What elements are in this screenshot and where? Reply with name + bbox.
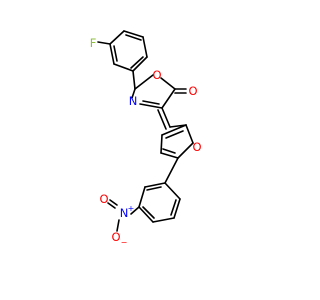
bond-fphenyl-4-inner (130, 56, 144, 69)
bond-c4-n3-inner (142, 100, 160, 105)
bond-nphenyl-4 (152, 217, 175, 223)
bond-furan-2 (177, 142, 194, 159)
bond-phenyl-oxazolone (132, 70, 136, 90)
atom-carbonyl-oxygen: O (188, 84, 197, 98)
bond-nphenyl-1 (144, 182, 166, 188)
bond-furan-4 (160, 134, 163, 154)
bond-o1-c5 (160, 77, 176, 90)
bond-nphenyl-6 (164, 182, 181, 200)
bond-nitro-o-top-2 (107, 202, 116, 209)
bond-nphenyl-3-inner (142, 206, 155, 219)
atom-nitro-nitrogen: N (120, 206, 129, 220)
atom-furan-oxygen: O (192, 140, 201, 154)
bond-nphenyl-1-inner (146, 186, 162, 191)
bond-nphenyl-3 (138, 206, 154, 223)
bond-nphenyl-5-inner (170, 199, 177, 216)
bond-nphenyl-5 (173, 198, 181, 219)
bonds (97, 30, 194, 232)
bond-exo-2 (157, 109, 167, 130)
bond-furan-5 (161, 124, 187, 136)
bond-nitro-o-bottom (116, 219, 120, 232)
bond-c4-n3 (139, 103, 163, 109)
bond-furan-3-inner (162, 148, 176, 154)
atom-ring-nitrogen: N (129, 94, 138, 108)
atom-nitro-oxygen-bottom: O (111, 230, 120, 244)
bond-nitro-o-top-1 (109, 199, 118, 206)
bond-furan-5-inner (165, 130, 184, 139)
bond-fphenyl-5 (113, 63, 134, 72)
bond-fphenyl-6 (109, 43, 115, 65)
bond-furan-3 (160, 152, 179, 159)
molecule-structure-diagram: F O O N O N + O O − (90, 30, 202, 247)
bond-c5-c4 (161, 88, 176, 109)
bond-f-c (97, 41, 111, 45)
bond-n3-c2 (131, 88, 136, 99)
atom-ring-oxygen: O (152, 68, 161, 82)
bond-c-nitro (130, 206, 140, 215)
charge-nitro-oxygen-bottom: − (121, 238, 128, 247)
bond-c2-o1 (134, 74, 154, 90)
atom-nitro-oxygen-top: O (99, 192, 108, 206)
atom-fluorine: F (90, 36, 97, 50)
atom-labels: F O O N O N + O O − (90, 36, 202, 247)
bond-furan-nitrophenyl (164, 157, 179, 184)
bond-fphenyl-2-inner (125, 34, 142, 41)
bond-exo-1 (161, 107, 171, 128)
bond-furan-1 (185, 124, 194, 144)
bond-fphenyl-6-inner (113, 45, 118, 62)
bond-nphenyl-2 (138, 186, 146, 208)
bond-fphenyl-2 (123, 30, 144, 38)
bond-fphenyl-1 (109, 30, 125, 45)
bond-fphenyl-3 (142, 36, 148, 58)
charge-nitro-nitrogen: + (128, 204, 135, 213)
bond-fphenyl-4 (132, 56, 148, 72)
